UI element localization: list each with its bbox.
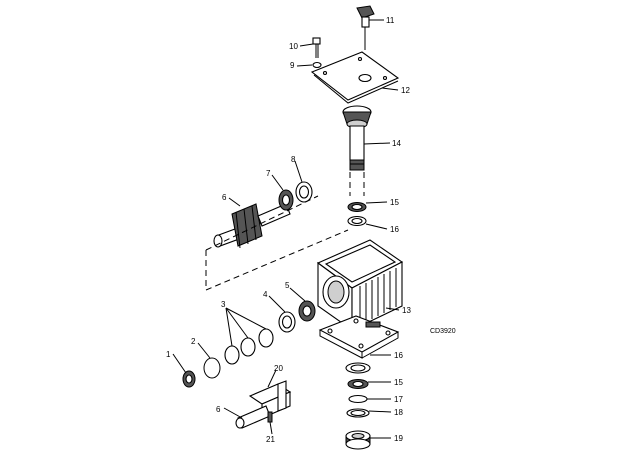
callout-7: 7: [266, 169, 271, 178]
vertical-gear-shaft-part-14: [342, 105, 372, 196]
callout-16b: 16: [394, 351, 403, 360]
callout-11: 11: [386, 16, 395, 25]
bearing-part-5: [298, 300, 316, 322]
assembly-line-lower: [205, 229, 349, 291]
callout-5: 5: [285, 281, 290, 290]
callout-19: 19: [394, 434, 403, 443]
seal-part-16-lower: [345, 362, 371, 374]
pin-part-21: [267, 411, 273, 423]
callout-16a: 16: [390, 225, 399, 234]
shim-part-18: [346, 408, 370, 418]
callout-1: 1: [166, 350, 171, 359]
snap-ring-part-2: [203, 357, 221, 379]
nut-part-1: [182, 370, 196, 388]
bearing-part-7: [278, 189, 294, 211]
callout-8: 8: [291, 155, 296, 164]
bearing-part-15-upper: [347, 202, 367, 212]
callout-14: 14: [392, 139, 401, 148]
seal-part-16-upper: [347, 215, 367, 227]
callout-15b: 15: [394, 378, 403, 387]
ring-part-17: [348, 394, 368, 404]
washer-part-9: [312, 61, 322, 69]
callout-9: 9: [290, 61, 295, 70]
callout-18: 18: [394, 408, 403, 417]
seal-part-4: [278, 311, 296, 333]
breather-plug-part-11: [356, 5, 375, 50]
callout-15a: 15: [390, 198, 399, 207]
callout-6b: 6: [216, 405, 221, 414]
callout-leaders: [172, 19, 400, 439]
callout-21: 21: [266, 435, 275, 444]
bearing-part-15-lower: [347, 379, 369, 389]
seal-part-8: [295, 181, 313, 203]
callout-17: 17: [394, 395, 403, 404]
gearbox-housing-part-13: [316, 239, 404, 359]
callout-10: 10: [289, 42, 298, 51]
drawing-id: CD3920: [430, 328, 456, 335]
assembly-line-upper: [205, 195, 319, 251]
callout-13: 13: [402, 306, 411, 315]
callout-2: 2: [191, 337, 196, 346]
callout-3: 3: [221, 300, 226, 309]
callout-6a: 6: [222, 193, 227, 202]
input-shaft-part-6: [213, 203, 291, 249]
callout-12: 12: [401, 86, 410, 95]
nut-part-19: [345, 430, 371, 450]
callout-4: 4: [263, 290, 268, 299]
bolt-part-10: [312, 37, 321, 58]
callout-20: 20: [274, 364, 283, 373]
shim-rings-part-3: [224, 328, 274, 365]
cover-plate-part-12: [310, 51, 400, 104]
